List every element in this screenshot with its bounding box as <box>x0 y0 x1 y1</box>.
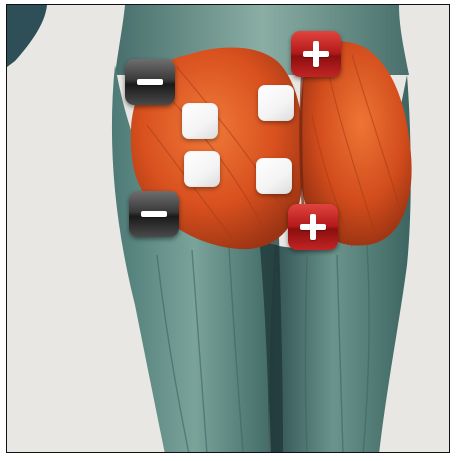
electrode-pad-lower-right <box>256 158 292 194</box>
plus-button-lower[interactable] <box>288 204 338 250</box>
minus-button-upper[interactable] <box>125 59 175 105</box>
plus-button-upper[interactable] <box>291 31 341 77</box>
electrode-pad-upper-right <box>258 85 294 121</box>
plus-icon <box>298 212 328 242</box>
minus-icon <box>135 67 165 97</box>
plus-icon <box>301 39 331 69</box>
minus-icon <box>139 199 169 229</box>
minus-button-lower[interactable] <box>129 191 179 237</box>
illustration-frame <box>6 4 450 453</box>
arm-shape <box>7 5 47 67</box>
electrode-pad-lower-left <box>184 151 220 187</box>
electrode-pad-upper-left <box>182 103 218 139</box>
body-illustration <box>7 5 450 453</box>
